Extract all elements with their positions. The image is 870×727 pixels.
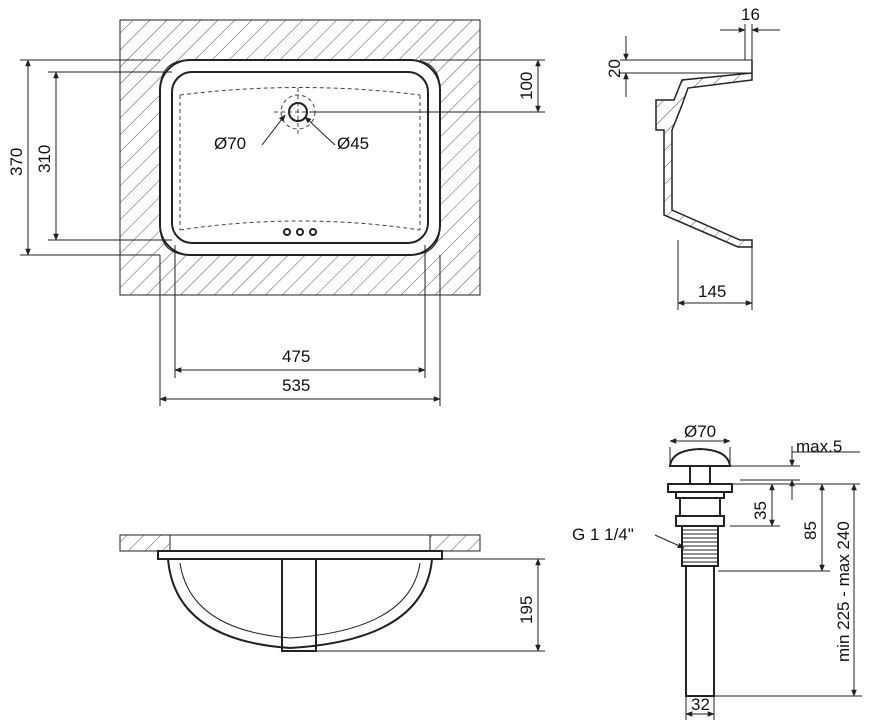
basin-outer-rim — [159, 59, 441, 256]
countertop-hatched — [119, 19, 481, 296]
overflow-hole-1 — [283, 228, 291, 236]
drain-fitting-view: Ø70 G 1 1/4" max.5 35 85 min 225 - max 2… — [572, 422, 862, 720]
body-length-label: 85 — [801, 521, 820, 540]
basin-inner-rim — [171, 71, 429, 244]
section-depth-label: 145 — [698, 282, 726, 301]
drain-stem — [689, 465, 711, 485]
drain-offset-label: 100 — [517, 72, 536, 100]
height-inner-label: 310 — [35, 145, 54, 173]
front-countertop-right — [429, 534, 481, 552]
drain-flange — [667, 483, 733, 493]
front-depth-label: 195 — [517, 596, 536, 624]
thread-spec-label: G 1 1/4" — [572, 525, 634, 544]
front-view: 195 — [119, 534, 545, 652]
drain-cap — [668, 447, 732, 467]
drain-pipe — [685, 565, 715, 697]
thread-length-label: 35 — [751, 501, 770, 520]
width-outer-label: 535 — [282, 376, 310, 395]
drain-cap-diameter-label: Ø70 — [684, 422, 716, 441]
total-length-label: min 225 - max 240 — [834, 521, 853, 662]
basin-bowl-outline — [179, 87, 421, 231]
rim-thickness-label: 16 — [741, 5, 760, 24]
front-drain-pipe — [281, 558, 317, 652]
front-bowl — [167, 558, 433, 650]
width-inner-label: 475 — [282, 347, 310, 366]
overflow-hole-2 — [296, 228, 304, 236]
top-view: Ø70 Ø45 370 310 100 475 535 — [7, 19, 545, 406]
height-outer-label: 370 — [7, 148, 26, 176]
drain-inner-diameter-label: Ø45 — [337, 134, 369, 153]
rim-height-label: 20 — [605, 59, 624, 78]
basin-section-profile — [655, 60, 753, 248]
side-section-view: 20 16 145 — [605, 5, 780, 310]
drain-outer-diameter-label: Ø70 — [214, 134, 246, 153]
pipe-diameter-label: 32 — [691, 695, 710, 714]
cap-height-label: max.5 — [796, 437, 842, 456]
front-rim — [157, 550, 443, 560]
front-countertop-left — [119, 534, 171, 552]
overflow-hole-3 — [309, 228, 317, 236]
